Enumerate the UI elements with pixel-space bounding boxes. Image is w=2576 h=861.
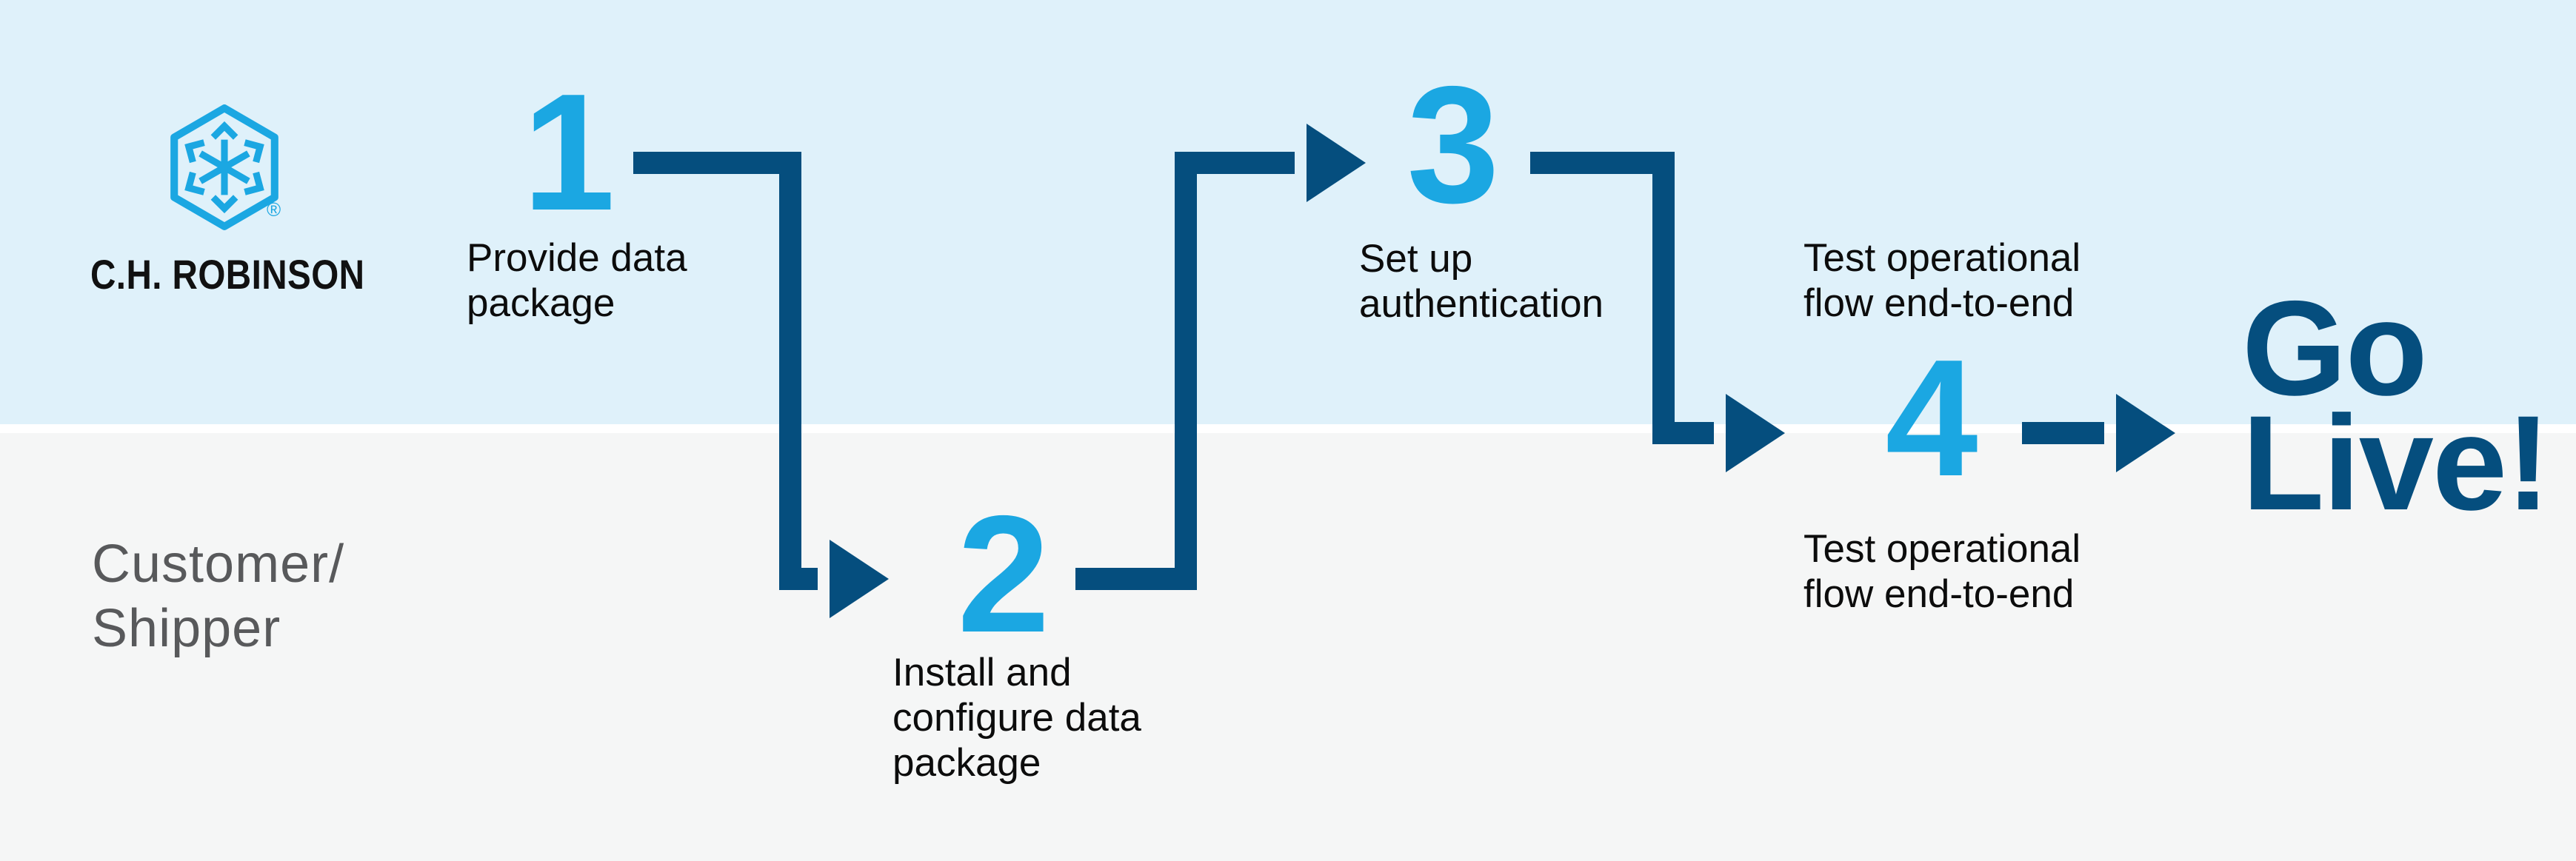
step-1-number: 1 <box>522 58 615 245</box>
arrowhead-4-golive-icon <box>2116 394 2175 472</box>
registered-trademark-icon: ® <box>267 198 281 221</box>
step-1-label: Provide data package <box>467 235 687 326</box>
lane-label-line2: Shipper <box>92 599 281 658</box>
arrowhead-1-2-icon <box>830 540 889 618</box>
step-3-number: 3 <box>1407 51 1500 238</box>
arrowhead-3-4-icon <box>1726 394 1785 472</box>
step-4-label-below-line2: flow end-to-end <box>1803 572 2075 616</box>
step-4-label-above-line1: Test operational <box>1803 236 2081 280</box>
lane-label-line1: Customer/ <box>92 535 345 594</box>
step-3-label-line1: Set up <box>1359 237 1473 281</box>
step-4-label-below-line1: Test operational <box>1803 527 2081 571</box>
step-1-label-line2: package <box>467 281 615 325</box>
step-2-label-line1: Install and <box>892 651 1072 694</box>
flow-arrow-2-3 <box>1075 152 1295 590</box>
step-4-number: 4 <box>1885 324 1978 511</box>
step-1-label-line1: Provide data <box>467 236 687 280</box>
go-live-line2: Live! <box>2242 387 2551 538</box>
flow-arrow-3-4 <box>1530 152 1714 444</box>
step-2-label-line3: package <box>892 741 1041 785</box>
go-live-title: Go Live! <box>2242 272 2551 538</box>
step-2-number: 2 <box>957 480 1050 667</box>
step-4-label-below: Test operational flow end-to-end <box>1803 526 2081 617</box>
step-4-label-above-line2: flow end-to-end <box>1803 281 2075 325</box>
swimlane-chrobinson <box>0 0 2576 424</box>
go-live-line1: Go <box>2242 272 2428 423</box>
lane-label-customer-shipper: Customer/ Shipper <box>92 532 344 661</box>
step-2-label: Install and configure data package <box>892 650 1141 785</box>
swimlane-customer <box>0 433 2576 861</box>
step-2-label-line2: configure data <box>892 696 1141 740</box>
step-3-label-line2: authentication <box>1359 282 1604 326</box>
arrowhead-2-3-icon <box>1307 124 1366 202</box>
lane-separator <box>0 424 2576 433</box>
step-3-label: Set up authentication <box>1359 236 1604 326</box>
step-4-label-above: Test operational flow end-to-end <box>1803 235 2081 326</box>
chrobinson-wordmark: C.H. ROBINSON <box>90 251 365 298</box>
flow-arrow-1-2 <box>633 152 818 590</box>
chrobinson-hexagon-logo-icon <box>170 104 278 230</box>
